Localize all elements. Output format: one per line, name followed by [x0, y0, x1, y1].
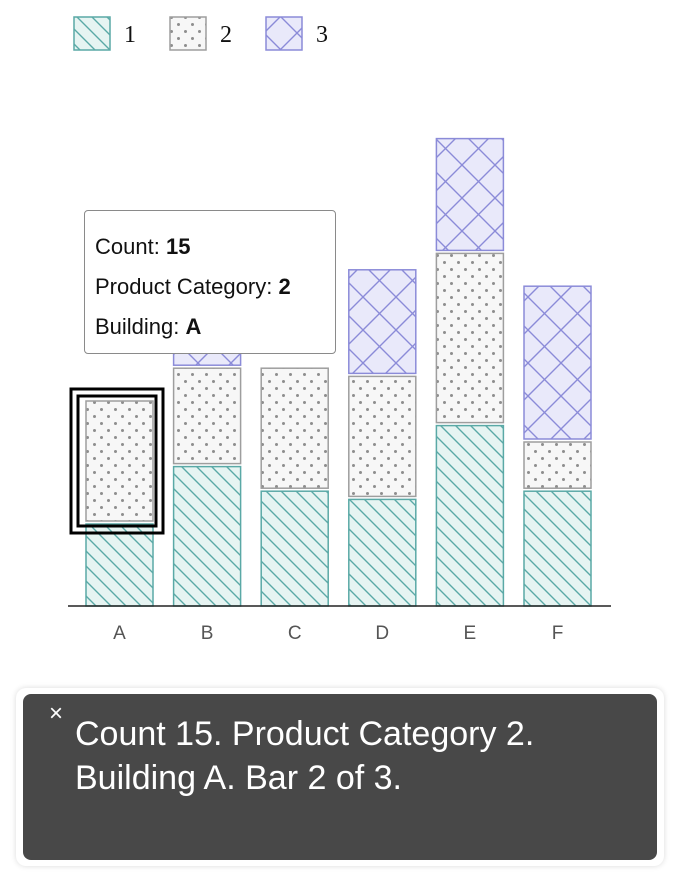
focus-outline	[69, 387, 165, 535]
legend-label-2[interactable]: 2	[220, 22, 232, 48]
x-tick-label-E: E	[464, 623, 477, 644]
x-axis-tick-labels: A B C D E F	[113, 623, 563, 644]
legend-label-3[interactable]: 3	[316, 22, 328, 48]
focus-outline-inner	[76, 394, 158, 528]
legend-swatch-2	[169, 16, 207, 51]
bar-C-series-1[interactable]	[260, 490, 329, 607]
x-tick-label-D: D	[375, 623, 389, 644]
bar-A-series-1[interactable]	[85, 523, 154, 607]
tooltip-building-value: A	[185, 314, 202, 339]
tooltip-category-row: Product Category: 2	[95, 267, 325, 307]
bar-E-series-3[interactable]	[435, 137, 505, 252]
bar-B-series-1[interactable]	[172, 465, 242, 607]
bar-F-series-2[interactable]	[523, 441, 592, 489]
x-tick-label-C: C	[288, 623, 302, 644]
tooltip-category-value: 2	[278, 274, 291, 299]
bar-B-series-2[interactable]	[172, 367, 242, 465]
tooltip-building-row: Building: A	[95, 307, 325, 347]
legend-swatch-1	[73, 16, 111, 51]
x-tick-label-B: B	[201, 623, 214, 644]
bar-A-series-2[interactable]	[85, 400, 154, 522]
close-icon[interactable]: ×	[49, 700, 64, 727]
tooltip-count-row: Count: 15	[95, 227, 325, 267]
bar-D-series-3[interactable]	[348, 269, 417, 375]
bar-D-series-1[interactable]	[348, 498, 417, 607]
focus-outline-outer	[69, 387, 165, 535]
bar-F-series-1[interactable]	[523, 490, 592, 607]
tooltip: Count: 15 Product Category: 2 Building: …	[84, 210, 336, 354]
bar-F-series-3[interactable]	[523, 285, 592, 440]
bar-C-series-2[interactable]	[260, 367, 329, 489]
bar-D-series-2[interactable]	[348, 375, 417, 498]
tooltip-category-label: Product Category:	[95, 274, 273, 299]
legend-label-1[interactable]: 1	[124, 22, 136, 48]
legend-swatch-3	[265, 16, 303, 51]
tooltip-building-label: Building:	[95, 314, 180, 339]
x-tick-label-A: A	[113, 623, 126, 644]
x-tick-label-F: F	[552, 623, 564, 644]
bar-E-series-1[interactable]	[435, 424, 505, 607]
legend: 1 2 3	[73, 16, 328, 51]
announcer-text: Count 15. Product Category 2. Building A…	[75, 715, 535, 797]
bars	[85, 137, 592, 607]
screen-reader-announcer: × Count 15. Product Category 2. Building…	[16, 688, 664, 866]
announcer-panel: × Count 15. Product Category 2. Building…	[23, 694, 657, 860]
tooltip-count-value: 15	[165, 234, 191, 259]
tooltip-count-label: Count:	[95, 234, 160, 259]
bar-E-series-2[interactable]	[435, 252, 505, 424]
